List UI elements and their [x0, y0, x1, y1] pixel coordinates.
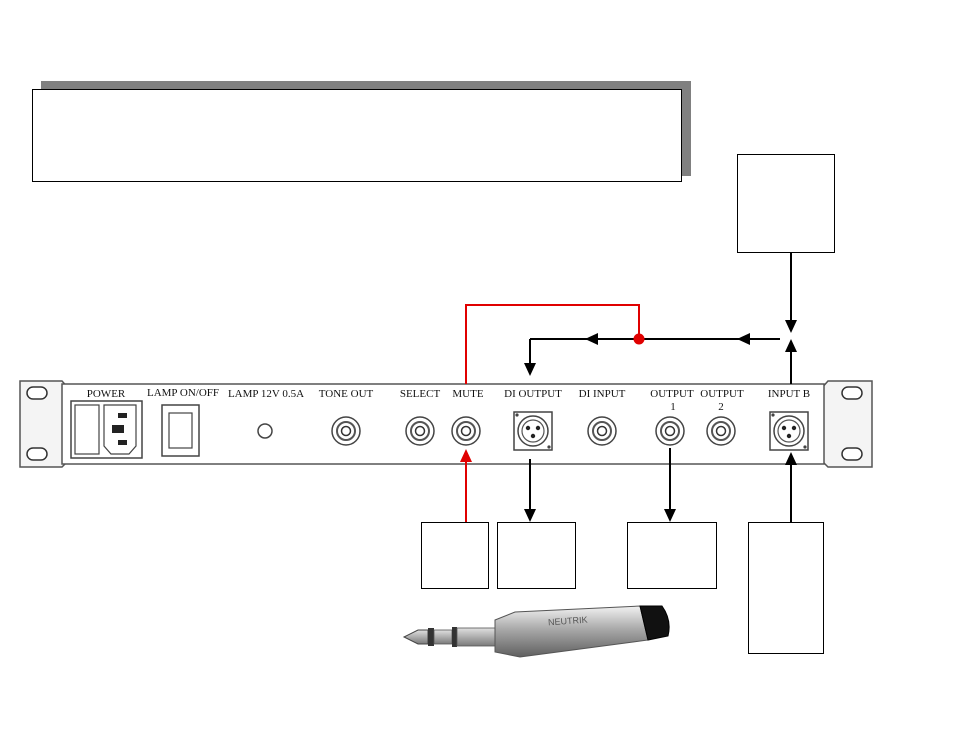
plug-ring [433, 629, 453, 645]
line-mute-loop [465, 304, 640, 384]
plug-insulator [428, 628, 434, 646]
rack-ear-right [819, 380, 873, 468]
fuse-holder [74, 404, 100, 455]
arrow-up-input-b [785, 339, 797, 352]
label-di-input: DI INPUT [579, 388, 626, 400]
mute-junction-dot [633, 333, 645, 345]
rack-slot-top-left [26, 386, 48, 400]
label-mute: MUTE [452, 388, 483, 400]
plug-body [494, 605, 649, 658]
jack-tone-out [331, 416, 361, 446]
label-lamp-rating: LAMP 12V 0.5A [228, 388, 304, 400]
top-right-box [737, 154, 835, 253]
arrow-down-di [524, 363, 536, 376]
lamp-socket [257, 423, 273, 439]
mute-lines [465, 304, 640, 522]
label-lamp-onoff: LAMP ON/OFF [147, 387, 219, 399]
title-box [32, 89, 682, 182]
output-destination-box [627, 522, 717, 589]
lamp-switch [161, 404, 200, 457]
plug-brand: NEUTRIK [548, 615, 588, 628]
rack-slot-top-right [841, 386, 863, 400]
arrow-up-mute [460, 449, 472, 462]
plug-boot [639, 605, 670, 641]
signal-lines [529, 253, 792, 522]
jack-di-input [587, 416, 617, 446]
plug-sleeve [456, 627, 496, 647]
arrow-left-right-segment [737, 333, 750, 345]
jack-select [405, 416, 435, 446]
label-select: SELECT [400, 388, 441, 400]
jack-output-2 [706, 416, 736, 446]
label-di-output: DI OUTPUT [504, 388, 562, 400]
input-b-source-box [748, 522, 824, 654]
arrow-down-di-output [524, 509, 536, 522]
rack-ear-left [19, 380, 71, 468]
xlr-input-b [769, 411, 809, 451]
xlr-di-output [513, 411, 553, 451]
label-input-b: INPUT B [768, 388, 810, 400]
arrowheads [524, 320, 797, 522]
di-output-destination-box [497, 522, 576, 589]
jack-mute [451, 416, 481, 446]
label-tone-out: TONE OUT [319, 388, 374, 400]
arrow-up-input-b-source [785, 452, 797, 465]
arrow-left-mid-segment [585, 333, 598, 345]
arrow-down-output [664, 509, 676, 522]
arrow-down-top [785, 320, 797, 333]
jack-output-1 [655, 416, 685, 446]
plug-tip [402, 629, 429, 645]
mute-source-box [421, 522, 489, 589]
label-output-2-number: 2 [718, 401, 724, 413]
rack-slot-bottom-right [841, 447, 863, 461]
label-output-1-number: 1 [670, 401, 676, 413]
label-power: POWER [87, 388, 126, 400]
label-output-2: OUTPUT [700, 388, 744, 400]
label-output-1: OUTPUT [650, 388, 694, 400]
rack-slot-bottom-left [26, 447, 48, 461]
jack-plug-illustration: NEUTRIK [402, 605, 670, 658]
power-inlet [70, 400, 143, 459]
